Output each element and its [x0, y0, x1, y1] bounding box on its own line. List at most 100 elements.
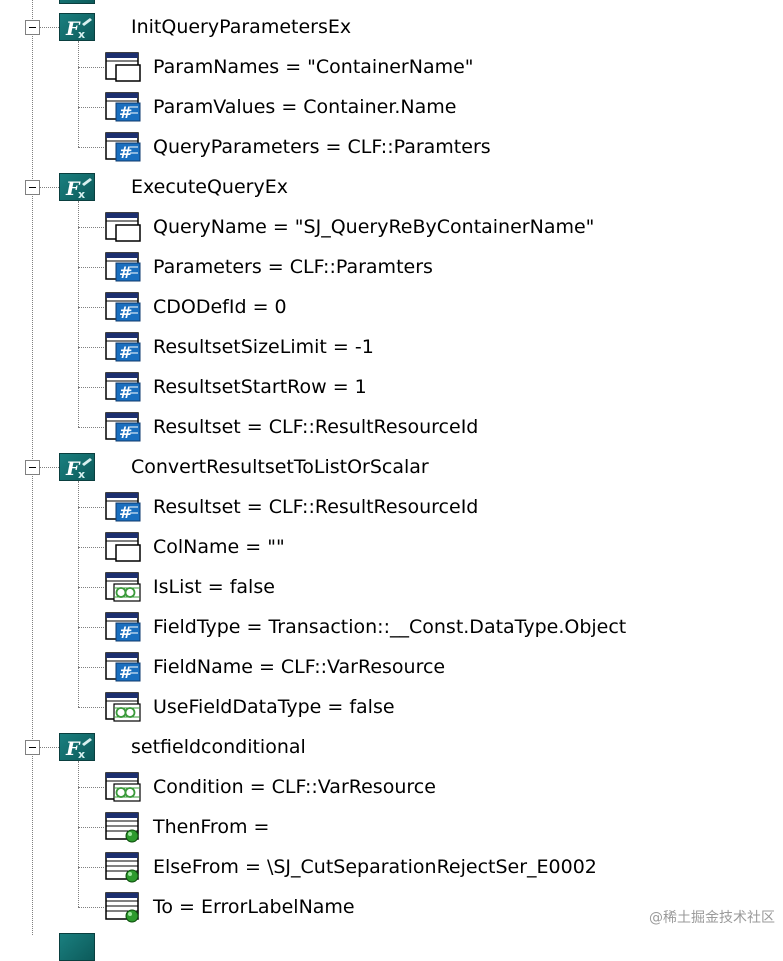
- svg-text:#: #: [119, 103, 132, 122]
- function-icon: [59, 0, 95, 4]
- bool-param-icon: [104, 691, 142, 723]
- tree-connector: [32, 467, 59, 468]
- tree-connector: [78, 707, 104, 708]
- tree-connector: [78, 627, 104, 628]
- param-row[interactable]: #ResultsetSizeLimit = -1: [0, 327, 783, 367]
- param-row[interactable]: ElseFrom = \SJ_CutSeparationRejectSer_E0…: [0, 847, 783, 887]
- svg-text:x: x: [78, 188, 85, 201]
- svg-text:x: x: [78, 28, 85, 41]
- tree-connector: [78, 827, 104, 828]
- param-row[interactable]: ColName = "": [0, 527, 783, 567]
- svg-text:#: #: [119, 383, 132, 402]
- param-row[interactable]: # ParamValues = Container.Name: [0, 87, 783, 127]
- number-param-icon: #: [104, 251, 142, 283]
- param-row[interactable]: # QueryParameters = CLF::Paramters: [0, 127, 783, 167]
- number-param-icon: #: [104, 491, 142, 523]
- svg-text:#: #: [119, 623, 132, 642]
- param-row[interactable]: IsList = false: [0, 567, 783, 607]
- string-param-icon: [104, 531, 142, 563]
- bool-param-icon: [104, 771, 142, 803]
- watermark: @稀土掘金技术社区: [649, 910, 775, 926]
- tree-connector: [78, 147, 104, 148]
- param-row[interactable]: ParamNames = "ContainerName": [0, 47, 783, 87]
- collapse-toggle-icon[interactable]: [25, 460, 40, 475]
- param-label: Resultset = CLF::ResultResourceId: [153, 496, 479, 518]
- param-row[interactable]: To = ErrorLabelName: [0, 887, 783, 927]
- tree-connector: [78, 587, 104, 588]
- svg-text:x: x: [78, 748, 85, 761]
- param-label: Resultset = CLF::ResultResourceId: [153, 416, 479, 438]
- svg-text:F: F: [65, 738, 81, 760]
- tree-connector: [78, 427, 104, 428]
- function-name: InitQueryParametersEx: [131, 16, 352, 38]
- tree-child-line: [78, 201, 79, 427]
- svg-text:x: x: [78, 468, 85, 481]
- tree-child-line: [78, 41, 79, 147]
- bool-param-icon: [104, 571, 142, 603]
- collapse-toggle-icon[interactable]: [25, 20, 40, 35]
- tree-connector: [78, 67, 104, 68]
- param-row[interactable]: Condition = CLF::VarResource: [0, 767, 783, 807]
- tree-connector: [78, 787, 104, 788]
- collapse-toggle-icon[interactable]: [25, 180, 40, 195]
- param-row[interactable]: # Resultset = CLF::ResultResourceId: [0, 487, 783, 527]
- param-row[interactable]: QueryName = "SJ_QueryReByContainerName": [0, 207, 783, 247]
- param-label: Condition = CLF::VarResource: [153, 776, 436, 798]
- function-icon: [59, 933, 95, 961]
- number-param-icon: #: [104, 651, 142, 683]
- tree-connector: [78, 347, 104, 348]
- function-name: ConvertResultsetToListOrScalar: [131, 456, 429, 478]
- collapse-toggle-icon[interactable]: [25, 740, 40, 755]
- svg-text:F: F: [65, 178, 81, 200]
- object-param-icon: [104, 851, 142, 883]
- object-param-icon: [104, 811, 142, 843]
- svg-text:#: #: [119, 343, 132, 362]
- number-param-icon: #: [104, 291, 142, 323]
- param-label: QueryParameters = CLF::Paramters: [153, 136, 491, 158]
- object-param-icon: [104, 891, 142, 923]
- param-label: To = ErrorLabelName: [153, 896, 355, 918]
- param-label: UseFieldDataType = false: [153, 696, 395, 718]
- param-row[interactable]: #ResultsetStartRow = 1: [0, 367, 783, 407]
- param-label: ElseFrom = \SJ_CutSeparationRejectSer_E0…: [153, 856, 597, 878]
- svg-text:#: #: [119, 423, 132, 442]
- param-label: ColName = "": [153, 536, 285, 558]
- param-row[interactable]: # Resultset = CLF::ResultResourceId: [0, 407, 783, 447]
- param-row[interactable]: UseFieldDataType = false: [0, 687, 783, 727]
- number-param-icon: #: [104, 611, 142, 643]
- string-param-icon: [104, 211, 142, 243]
- number-param-icon: #: [104, 91, 142, 123]
- number-param-icon: #: [104, 131, 142, 163]
- param-row[interactable]: #Parameters = CLF::Paramters: [0, 247, 783, 287]
- param-row[interactable]: # FieldType = Transaction::__Const.DataTy…: [0, 607, 783, 647]
- function-name: ExecuteQueryEx: [131, 176, 288, 198]
- tree-connector: [32, 187, 59, 188]
- string-param-icon: [104, 51, 142, 83]
- tree-connector: [78, 107, 104, 108]
- tree-connector: [78, 667, 104, 668]
- tree-connector: [78, 507, 104, 508]
- svg-text:F: F: [65, 18, 81, 40]
- tree-connector: [78, 307, 104, 308]
- svg-text:F: F: [65, 458, 81, 480]
- number-param-icon: #: [104, 331, 142, 363]
- param-row[interactable]: ThenFrom =: [0, 807, 783, 847]
- svg-text:#: #: [119, 663, 132, 682]
- param-row[interactable]: # CDODefId = 0: [0, 287, 783, 327]
- tree-connector: [78, 547, 104, 548]
- number-param-icon: #: [104, 371, 142, 403]
- param-label: CDODefId = 0: [153, 296, 287, 318]
- tree-connector: [78, 907, 104, 908]
- param-label: ParamValues = Container.Name: [153, 96, 457, 118]
- param-row[interactable]: # FieldName = CLF::VarResource: [0, 647, 783, 687]
- param-label: FieldName = CLF::VarResource: [153, 656, 446, 678]
- param-label: FieldType = Transaction::__Const.DataTyp…: [153, 616, 627, 638]
